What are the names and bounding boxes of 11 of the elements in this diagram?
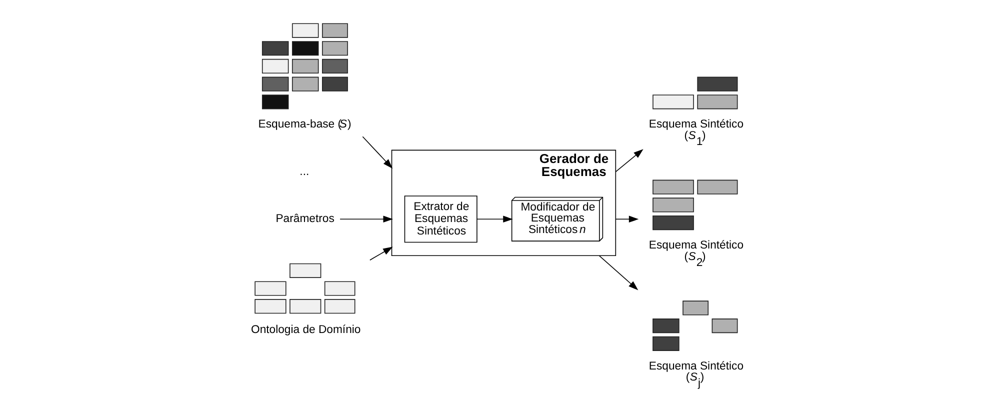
arrow: [476, 216, 512, 223]
node-label: Ontologia de Domínio: [250, 324, 360, 336]
label: ...: [299, 166, 309, 178]
arrow: [598, 255, 638, 290]
arrow: [339, 216, 392, 223]
arrow: [362, 136, 392, 169]
arrow: [614, 216, 638, 223]
node-text: Parâmetros: [275, 213, 334, 226]
arrow: [614, 149, 643, 172]
arrow: [369, 246, 392, 260]
node-box: Extrator de Esquemas Sintéticos: [404, 196, 477, 243]
